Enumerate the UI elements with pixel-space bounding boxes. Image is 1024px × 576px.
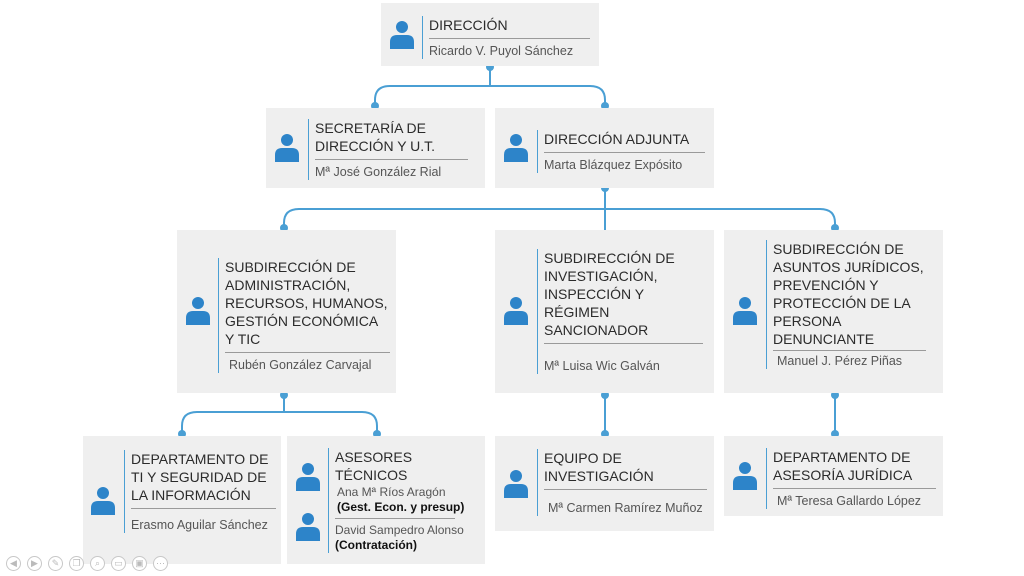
node-role: (Contratación) — [335, 538, 417, 552]
node-direccion-adjunta: DIRECCIÓN ADJUNTA Marta Blázquez Expósit… — [495, 108, 714, 188]
node-departamento-ti: DEPARTAMENTO DE TI Y SEGURIDAD DE LA INF… — [83, 436, 281, 564]
node-equipo-investigacion: EQUIPO DE INVESTIGACIÓN Mª Carmen Ramíre… — [495, 436, 714, 531]
node-title: SECRETARÍA DE DIRECCIÓN Y U.T. — [315, 120, 436, 154]
person-icon — [504, 134, 528, 162]
subtitle-icon[interactable]: ▭ — [111, 556, 126, 571]
connector-dot — [831, 391, 839, 399]
node-person: Mª José González Rial — [315, 165, 442, 179]
node-direccion: DIRECCIÓN Ricardo V. Puyol Sánchez — [381, 3, 599, 66]
person-icon — [296, 463, 320, 491]
pen-icon[interactable]: ✎ — [48, 556, 63, 571]
divider — [315, 159, 468, 160]
connector-admin-branch — [181, 411, 378, 434]
node-asesores-tecnicos: ASESORES TÉCNICOS Ana Mª Ríos Aragón (Ge… — [287, 436, 485, 564]
node-secretaria: SECRETARÍA DE DIRECCIÓN Y U.T. Mª José G… — [266, 108, 485, 188]
divider — [225, 352, 390, 353]
node-title: SUBDIRECCIÓN DE INVESTIGACIÓN, INSPECCIÓ… — [544, 250, 675, 338]
node-person: Rubén González Carvajal — [229, 358, 372, 372]
person-icon — [275, 134, 299, 162]
person-icon — [91, 487, 115, 515]
presentation-toolbar: ◀ ▶ ✎ ❐ ⌕ ▭ ▣ ⋯ — [6, 556, 168, 572]
person-icon — [504, 470, 528, 498]
node-subdireccion-administracion: SUBDIRECCIÓN DE ADMINISTRACIÓN, RECURSOS… — [177, 230, 396, 393]
node-title: DEPARTAMENTO DE TI Y SEGURIDAD DE LA INF… — [131, 451, 269, 503]
node-person: Mª Carmen Ramírez Muñoz — [548, 501, 703, 515]
node-subdireccion-juridicos: SUBDIRECCIÓN DE ASUNTOS JURÍDICOS, PREVE… — [724, 230, 943, 393]
node-person: David Sampedro Alonso — [335, 523, 464, 537]
connector-dot — [601, 391, 609, 399]
node-title: ASESORES TÉCNICOS — [335, 449, 413, 483]
divider — [773, 350, 926, 351]
next-icon[interactable]: ▶ — [27, 556, 42, 571]
node-title: DIRECCIÓN — [429, 17, 508, 33]
connector-dot — [280, 391, 288, 399]
node-title: SUBDIRECCIÓN DE ASUNTOS JURÍDICOS, PREVE… — [773, 241, 924, 347]
node-person: Erasmo Aguilar Sánchez — [131, 518, 268, 532]
person-icon — [390, 21, 414, 49]
node-person: Mª Luisa Wic Galván — [544, 359, 660, 373]
person-icon — [733, 297, 757, 325]
node-subdireccion-investigacion: SUBDIRECCIÓN DE INVESTIGACIÓN, INSPECCIÓ… — [495, 230, 714, 393]
divider — [544, 489, 707, 490]
person-icon — [296, 513, 320, 541]
divider — [544, 343, 703, 344]
more-icon[interactable]: ⋯ — [153, 556, 168, 571]
node-person: Marta Blázquez Expósito — [544, 158, 683, 172]
divider — [429, 38, 590, 39]
node-person: Manuel J. Pérez Piñas — [777, 354, 903, 368]
node-person: Mª Teresa Gallardo López — [777, 494, 922, 508]
zoom-icon[interactable]: ⌕ — [90, 556, 105, 571]
connector-mid-branch — [283, 208, 836, 228]
divider — [773, 488, 936, 489]
screen-icon[interactable]: ▣ — [132, 556, 147, 571]
node-departamento-asesoria-juridica: DEPARTAMENTO DE ASESORÍA JURÍDICA Mª Ter… — [724, 436, 943, 516]
person-icon — [186, 297, 210, 325]
prev-icon[interactable]: ◀ — [6, 556, 21, 571]
node-person: Ana Mª Ríos Aragón — [337, 485, 446, 499]
node-role: (Gest. Econ. y presup) — [337, 500, 465, 514]
person-icon — [504, 297, 528, 325]
node-title: SUBDIRECCIÓN DE ADMINISTRACIÓN, RECURSOS… — [225, 259, 388, 347]
copy-icon[interactable]: ❐ — [69, 556, 84, 571]
divider — [335, 518, 455, 519]
divider — [544, 152, 705, 153]
node-person: Ricardo V. Puyol Sánchez — [429, 44, 574, 58]
connector-top-branch — [374, 85, 606, 106]
node-title: DEPARTAMENTO DE ASESORÍA JURÍDICA — [773, 449, 913, 483]
node-title: DIRECCIÓN ADJUNTA — [544, 131, 690, 147]
divider — [131, 508, 276, 509]
node-title: EQUIPO DE INVESTIGACIÓN — [544, 450, 654, 484]
person-icon — [733, 462, 757, 490]
